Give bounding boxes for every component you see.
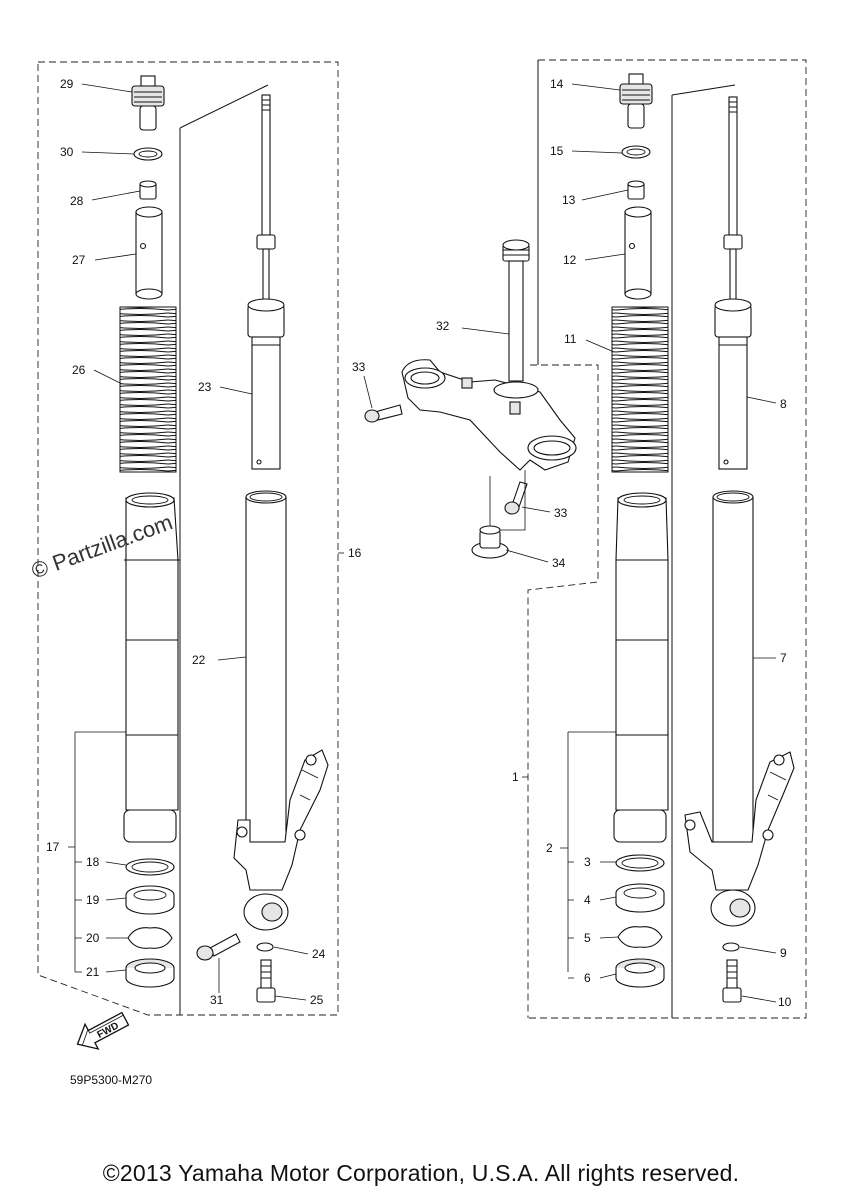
- fwd-arrow-icon: FWD: [76, 1011, 130, 1050]
- callout-18: 18: [86, 855, 100, 869]
- callout-29: 29: [60, 77, 74, 91]
- oil-seal-right: [615, 883, 665, 913]
- callout-8: 8: [780, 397, 787, 411]
- callout-6: 6: [584, 971, 591, 985]
- damper-bolt-right: [722, 959, 742, 1003]
- o-ring-left: [133, 147, 163, 161]
- callout-10: 10: [778, 995, 792, 1009]
- damper-rod-right: [714, 96, 752, 470]
- dust-seal-left: [125, 958, 175, 988]
- left-fork-assembly: [37, 61, 339, 1016]
- callout-16: 16: [348, 546, 362, 560]
- oil-seal-clip-right: [617, 926, 663, 948]
- callout-24: 24: [312, 947, 326, 961]
- callout-9: 9: [780, 946, 787, 960]
- pinch-bolt-left: [196, 933, 241, 961]
- under-bracket-assembly: [364, 239, 599, 1018]
- outer-tube-left: [123, 492, 180, 843]
- axle-bracket-right: [684, 751, 795, 927]
- inner-tube-right: [712, 490, 754, 843]
- callout-14: 14: [550, 77, 564, 91]
- callout-12: 12: [563, 253, 577, 267]
- damper-bolt-left: [256, 959, 276, 1003]
- callout-5: 5: [584, 931, 591, 945]
- stopper-ring-right: [615, 854, 665, 872]
- oil-seal-clip-left: [127, 927, 173, 949]
- inner-group-bracket: [179, 84, 269, 1015]
- right-assembly-outline: [528, 59, 807, 1019]
- callout-11: 11: [564, 332, 577, 346]
- callout-33-upper: 33: [352, 360, 366, 374]
- stopper-ring-left: [125, 858, 175, 876]
- callout-33-lower: 33: [554, 506, 568, 520]
- stem-cap-bolt: [471, 525, 509, 559]
- callout-17: 17: [46, 840, 60, 854]
- copper-washer-left: [256, 942, 274, 952]
- clamp-bolt-lower: [504, 481, 528, 515]
- outer-tube-right: [613, 492, 669, 843]
- callout-3: 3: [584, 855, 591, 869]
- fork-spring-left: [119, 306, 177, 473]
- damper-rod-left: [247, 94, 285, 470]
- drawing-code: 59P5300-M270: [70, 1073, 153, 1087]
- callout-23: 23: [198, 380, 212, 394]
- fwd-label: FWD: [96, 1020, 121, 1040]
- callout-19: 19: [86, 893, 100, 907]
- callout-32: 32: [436, 319, 450, 333]
- callout-20: 20: [86, 931, 100, 945]
- callout-22: 22: [192, 653, 206, 667]
- right-fork-assembly: [528, 59, 807, 1019]
- fork-spring-right: [611, 306, 669, 473]
- o-ring-right: [621, 145, 651, 159]
- axle-bracket-left: [233, 749, 329, 931]
- callout-21: 21: [86, 965, 100, 979]
- center-outline: [527, 364, 599, 1018]
- callout-30: 30: [60, 145, 74, 159]
- callout-2: 2: [546, 841, 553, 855]
- inner-tube-left: [245, 490, 287, 843]
- dust-seal-right: [615, 958, 665, 988]
- callout-27: 27: [72, 253, 86, 267]
- callout-26: 26: [72, 363, 86, 377]
- clamp-bolt-upper: [364, 404, 403, 423]
- nut-left: [139, 180, 157, 200]
- copper-washer-right: [722, 942, 740, 952]
- callout-labels: 29 30 28 27 26 23 22 16 17 18 19 20 21 2…: [46, 77, 792, 1009]
- cap-bolt-left: [131, 75, 165, 131]
- copyright-notice: ©2013 Yamaha Motor Corporation, U.S.A. A…: [102, 1160, 740, 1186]
- callout-7: 7: [780, 651, 787, 665]
- callout-31: 31: [210, 993, 224, 1007]
- callout-34: 34: [552, 556, 566, 570]
- callout-25: 25: [310, 993, 324, 1007]
- oil-seal-left: [125, 885, 175, 915]
- callout-4: 4: [584, 893, 591, 907]
- callout-28: 28: [70, 194, 84, 208]
- spacer-right: [624, 206, 652, 300]
- callout-13: 13: [562, 193, 576, 207]
- callout-15: 15: [550, 144, 564, 158]
- nut-right: [627, 180, 645, 200]
- spacer-left: [135, 206, 163, 300]
- callout-1: 1: [512, 770, 519, 784]
- cap-bolt-right: [619, 73, 653, 129]
- leader-lines: [68, 83, 777, 1003]
- left-assembly-outline: [37, 61, 339, 1016]
